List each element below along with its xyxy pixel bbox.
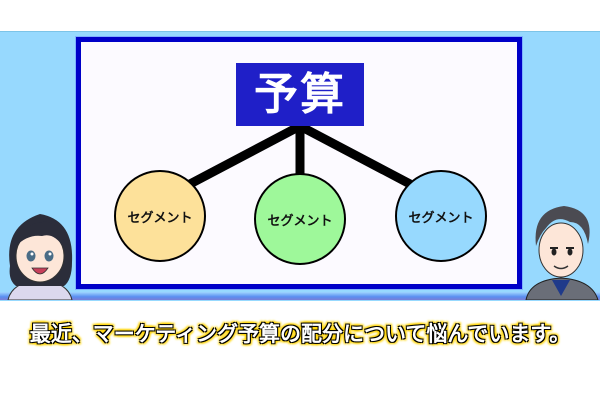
- connector-left: [187, 122, 303, 188]
- scene-bottom-stripe: [0, 292, 600, 300]
- segment-circle-2: セグメント: [254, 173, 346, 265]
- subtitle-caption: 最近、マーケティング予算の配分について悩んでいます。: [29, 322, 571, 346]
- connector-right: [297, 122, 413, 188]
- segment-label: セグメント: [267, 213, 333, 229]
- segment-label: セグメント: [408, 210, 474, 226]
- budget-title: 予算: [254, 69, 346, 120]
- woman-character-icon: [7, 214, 73, 300]
- segment-label: セグメント: [127, 210, 193, 226]
- segment-circle-1: セグメント: [114, 170, 206, 262]
- budget-title-box: 予算: [236, 63, 364, 126]
- segment-circle-3: セグメント: [395, 170, 487, 262]
- man-character-icon: [525, 206, 599, 300]
